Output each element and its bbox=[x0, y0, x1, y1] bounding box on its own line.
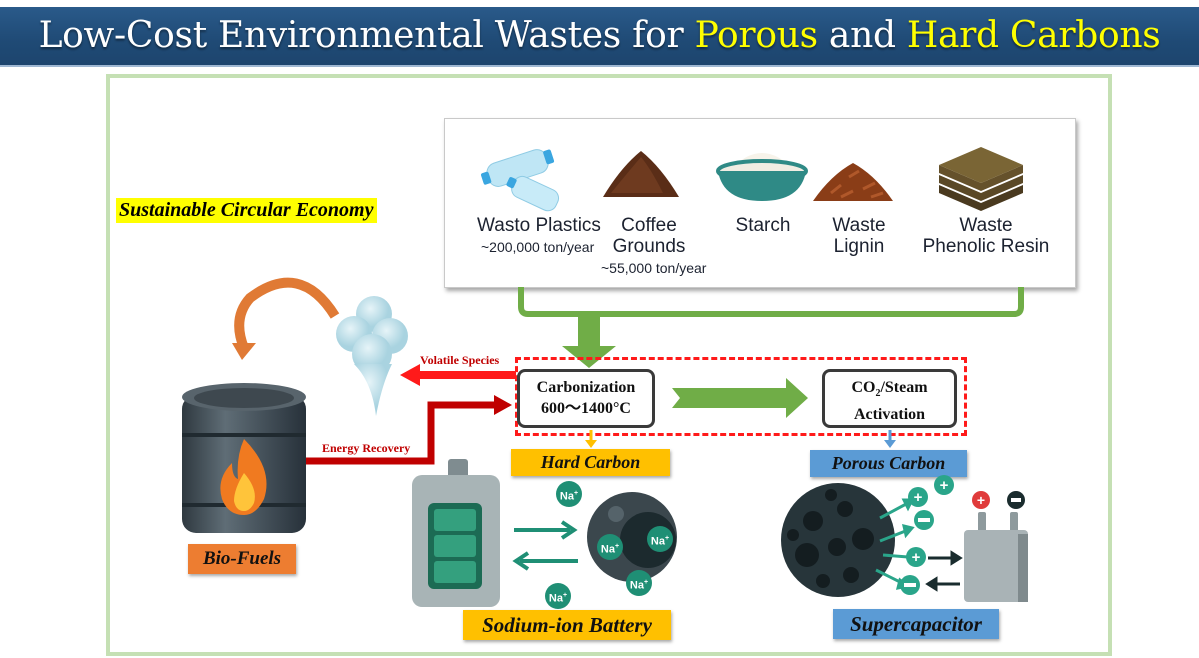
coffee-grounds-icon bbox=[603, 151, 679, 197]
title-bar bbox=[0, 7, 1199, 67]
activation-line1: CO2/Steam bbox=[851, 379, 928, 400]
sodium-ion-battery-tag: Sodium-ion Battery bbox=[463, 610, 671, 640]
supercapacitor-tag: Supercapacitor bbox=[833, 609, 999, 639]
capacitor-cell-icon bbox=[964, 512, 1028, 602]
porous-carbon-tag: Porous Carbon bbox=[810, 450, 967, 477]
sodium-ion-badge: Na+ bbox=[545, 583, 571, 609]
circular-economy-label: Sustainable Circular Economy bbox=[116, 198, 377, 223]
sodium-ion-badge: Na+ bbox=[556, 481, 582, 507]
svg-text:+: + bbox=[912, 549, 921, 566]
flame-icon bbox=[220, 439, 267, 515]
porous-carbon-down-arrow bbox=[884, 430, 896, 448]
volatile-species-arrow bbox=[400, 364, 516, 386]
page-title: Low-Cost Environmental Wastes for Porous… bbox=[0, 7, 1199, 65]
cation-icons: + + + bbox=[906, 475, 954, 567]
waste-label-starch: Starch bbox=[735, 215, 791, 236]
carbonization-temperature: 600～1400°C bbox=[541, 400, 631, 417]
starch-bowl-icon bbox=[716, 153, 808, 201]
hard-carbon-tag: Hard Carbon bbox=[511, 449, 670, 476]
plastic-bottles-icon bbox=[481, 149, 560, 212]
waste-label-lignin: Waste Lignin bbox=[832, 215, 886, 257]
energy-recovery-label: Energy Recovery bbox=[322, 441, 411, 455]
waste-label-plastics: Wasto Plastics bbox=[477, 215, 601, 236]
activation-line2: Activation bbox=[853, 406, 926, 424]
waste-sources-panel: Wasto Plastics ~200,000 ton/year Coffee … bbox=[444, 118, 1076, 288]
porous-carbon-particle-icon bbox=[781, 483, 895, 597]
discharge-arrow bbox=[512, 551, 578, 571]
energy-recovery-arrow bbox=[302, 395, 512, 465]
process-region bbox=[515, 357, 967, 436]
anion-icons bbox=[900, 510, 934, 595]
title-text: Low-Cost Environmental Wastes for bbox=[38, 15, 695, 56]
waste-amount-coffee: ~55,000 ton/year bbox=[601, 260, 707, 276]
sodium-ion-badge: Na+ bbox=[597, 534, 623, 560]
waste-label-phenolic-resin: Waste Phenolic Resin bbox=[922, 215, 1050, 257]
bio-fuels-tag: Bio-Fuels bbox=[188, 544, 296, 574]
waste-label-coffee: Coffee Grounds bbox=[612, 215, 686, 257]
activation-box: CO2/Steam Activation bbox=[822, 369, 957, 428]
title-highlight-hard-carbons: Hard Carbons bbox=[906, 15, 1161, 56]
sodium-ion-badge: Na+ bbox=[647, 526, 673, 552]
svg-text:+: + bbox=[940, 477, 949, 494]
lignin-chips-icon bbox=[813, 163, 893, 201]
volatile-species-label: Volatile Species bbox=[420, 353, 500, 367]
svg-text:+: + bbox=[914, 489, 923, 506]
diagram-frame bbox=[106, 74, 1112, 656]
charge-arrow bbox=[514, 520, 578, 540]
hard-carbon-down-arrow bbox=[585, 430, 597, 448]
phenolic-resin-icon bbox=[939, 147, 1023, 211]
biofuel-barrel-icon bbox=[182, 383, 306, 533]
carbonization-title: Carbonization bbox=[536, 379, 636, 396]
volatile-cloud-icon bbox=[336, 296, 408, 416]
title-text-and: and bbox=[817, 15, 907, 56]
terminal-polarity-icons: + bbox=[972, 491, 1025, 509]
title-highlight-porous: Porous bbox=[694, 15, 818, 56]
carbonization-box: Carbonization 600～1400°C bbox=[517, 369, 655, 428]
battery-icon bbox=[412, 459, 500, 607]
svg-text:+: + bbox=[977, 492, 985, 508]
sodium-ion-badge: Na+ bbox=[626, 570, 652, 596]
waste-amount-plastics: ~200,000 ton/year bbox=[481, 239, 595, 255]
